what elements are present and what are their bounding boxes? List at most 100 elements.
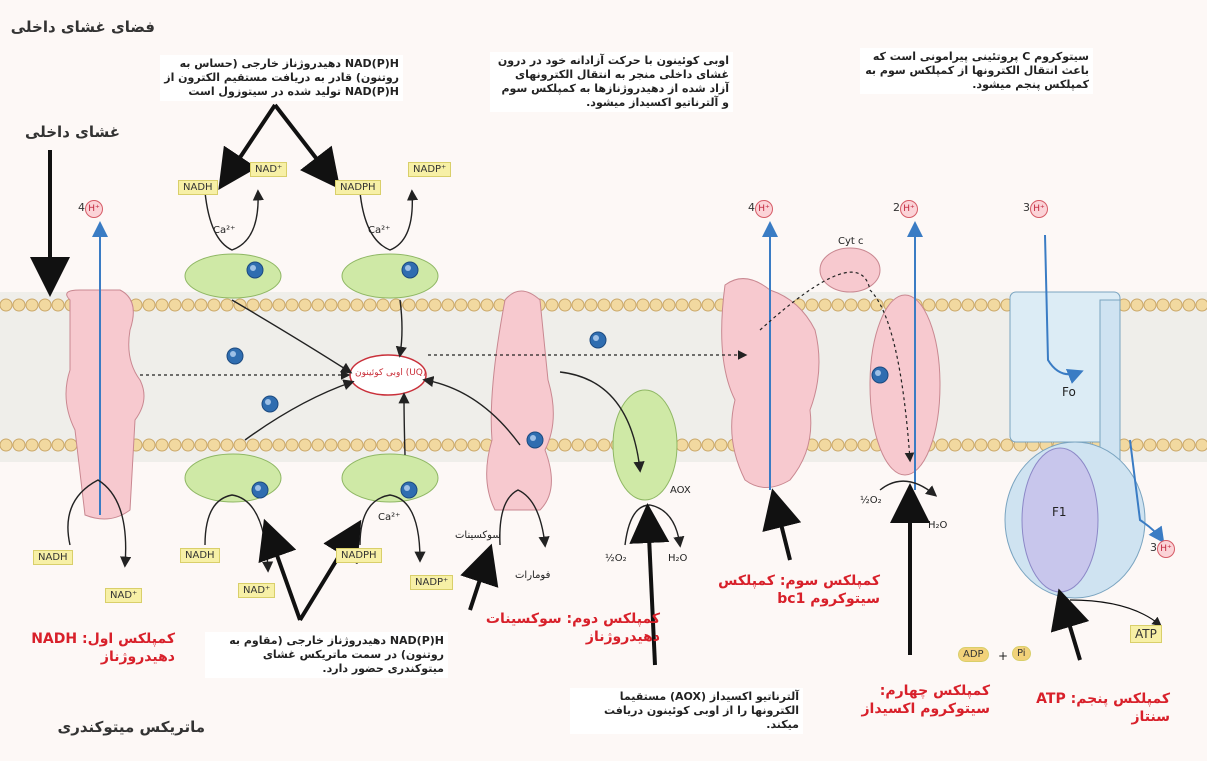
membrane-bead: [312, 439, 324, 451]
membrane-bead: [26, 299, 38, 311]
membrane-bead: [559, 299, 571, 311]
membrane-bead: [13, 299, 25, 311]
membrane-bead: [936, 439, 948, 451]
membrane-bead: [364, 299, 376, 311]
membrane-bead: [182, 439, 194, 451]
membrane-bead: [52, 439, 64, 451]
membrane-bead: [845, 439, 857, 451]
membrane-bead: [416, 299, 428, 311]
membrane-bead: [169, 439, 181, 451]
membrane-bead: [143, 299, 155, 311]
membrane-bead: [975, 299, 987, 311]
membrane-bead: [546, 299, 558, 311]
complex5-label: کمپلکس پنجم: ATP سنتاز: [1020, 690, 1170, 726]
membrane-bead: [715, 439, 727, 451]
membrane-bead: [234, 439, 246, 451]
membrane-bead: [325, 439, 337, 451]
membrane-bead: [598, 439, 610, 451]
membrane-bead: [156, 439, 168, 451]
membrane-bead: [403, 299, 415, 311]
membrane-bead: [416, 439, 428, 451]
aox-note: آلترناتیو اکسیداز (AOX) مستقیما الکترونه…: [570, 688, 803, 734]
ca-top2-label: Ca²⁺: [368, 225, 390, 236]
intermembrane-space-header: فضای غشای داخلی: [10, 20, 155, 34]
cytc-shape: [820, 248, 880, 292]
membrane-bead: [1183, 299, 1195, 311]
membrane-bead: [1183, 439, 1195, 451]
ca-top1-label: Ca²⁺: [213, 225, 235, 236]
membrane-bead: [1144, 299, 1156, 311]
membrane-bead: [559, 439, 571, 451]
membrane-bead: [468, 299, 480, 311]
complex4-shape: [870, 295, 940, 475]
ubiquinone-note: اوبی کوئینون با حرکت آزادانه خود در درون…: [490, 52, 733, 112]
membrane-bead: [819, 439, 831, 451]
fumarate-label: فومارات: [515, 570, 550, 581]
plus-sign: +: [998, 649, 1008, 663]
membrane-bead: [377, 299, 389, 311]
nad-bottom-tag: NAD⁺: [238, 583, 275, 598]
membrane-bead: [247, 439, 259, 451]
ca-bottom-label: Ca²⁺: [378, 512, 400, 523]
membrane-bead: [195, 439, 207, 451]
membrane-bead: [962, 299, 974, 311]
ext-nadph-dehydrogenase: [342, 254, 438, 298]
membrane-bead: [39, 439, 51, 451]
membrane-bead: [312, 299, 324, 311]
membrane-bead: [923, 299, 935, 311]
membrane-bead: [663, 299, 675, 311]
nadp-top-tag: NADP⁺: [408, 162, 451, 177]
membrane-bead: [286, 299, 298, 311]
internal-dehydrogenase-note: NAD(P)H دهیدروژناز خارجی (مقاوم به روتنو…: [205, 632, 448, 678]
membrane-bead: [949, 439, 961, 451]
membrane-bead: [0, 439, 12, 451]
membrane-bead: [13, 439, 25, 451]
h2o-a-label: H₂O: [668, 553, 687, 564]
membrane-bead: [975, 439, 987, 451]
membrane-bead: [481, 299, 493, 311]
membrane-bead: [702, 299, 714, 311]
external-dehydrogenase-note: NAD(P)H دهیدروژناز خارجی (حساس به روتنون…: [160, 55, 403, 101]
membrane-bead: [1196, 439, 1207, 451]
membrane-bead: [1157, 439, 1169, 451]
membrane-bead: [364, 439, 376, 451]
membrane-bead: [1170, 439, 1182, 451]
aox-shape: [613, 390, 677, 500]
cytc-label: Cyt c: [838, 236, 864, 247]
membrane-bead: [468, 439, 480, 451]
aox-label: AOX: [670, 485, 691, 496]
membrane-bead: [962, 439, 974, 451]
membrane-bead: [195, 299, 207, 311]
membrane-bead: [338, 299, 350, 311]
complex1-label: کمپلکس اول: NADH دهیدروژناز: [15, 630, 175, 666]
membrane-bead: [572, 439, 584, 451]
membrane-bead: [260, 439, 272, 451]
membrane-bead: [455, 439, 467, 451]
matrix-header: ماتریکس میتوکندری: [20, 720, 205, 734]
membrane-bead: [169, 299, 181, 311]
membrane-bead: [429, 299, 441, 311]
membrane-bead: [949, 299, 961, 311]
membrane-bead: [338, 439, 350, 451]
nad-c1-tag: NAD⁺: [105, 588, 142, 603]
membrane-bead: [676, 299, 688, 311]
membrane-bead: [286, 439, 298, 451]
uq-label: اوبی کوئینون (UQ): [355, 368, 426, 378]
membrane-bead: [273, 439, 285, 451]
nad-top-tag: NAD⁺: [250, 162, 287, 177]
membrane-bead: [676, 439, 688, 451]
membrane-bead: [689, 439, 701, 451]
membrane-bead: [1196, 299, 1207, 311]
membrane-bead: [442, 439, 454, 451]
membrane-bead: [858, 439, 870, 451]
membrane-bead: [143, 439, 155, 451]
membrane-bead: [572, 299, 584, 311]
membrane-bead: [806, 299, 818, 311]
membrane-bead: [377, 439, 389, 451]
nadh-c1-tag: NADH: [33, 550, 73, 565]
complex4-label: کمپلکس چهارم: سیتوکروم اکسیداز: [850, 682, 990, 718]
membrane-bead: [455, 299, 467, 311]
